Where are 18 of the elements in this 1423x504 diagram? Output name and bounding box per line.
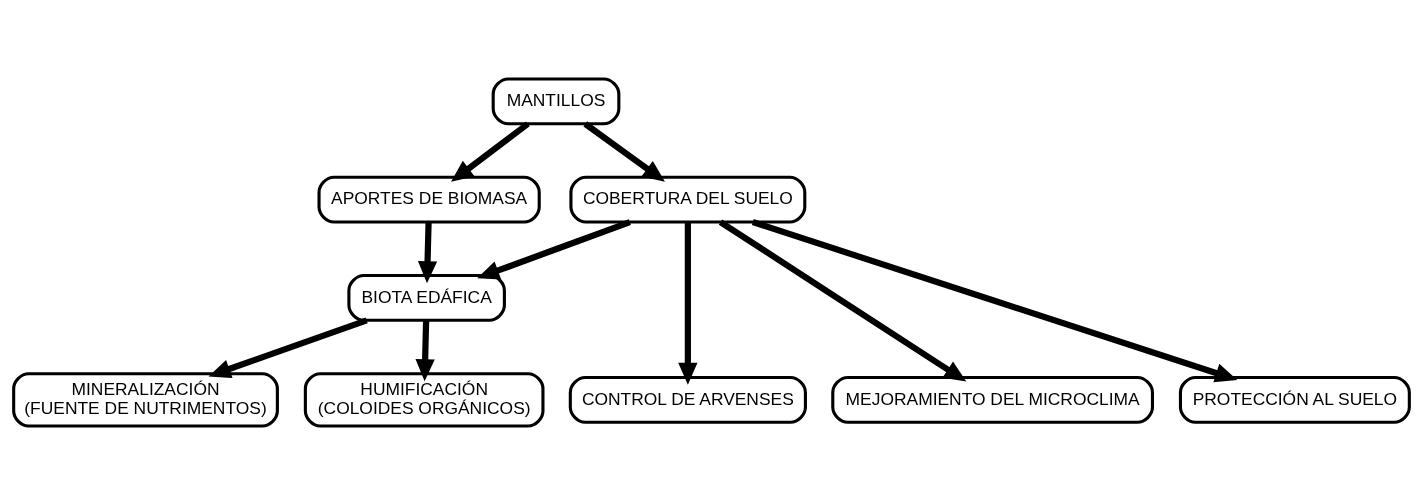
arrow <box>583 120 665 182</box>
node-box: PROTECCIÓN AL SUELO <box>1178 375 1411 424</box>
node-box: MEJORAMIENTO DEL MICROCLIMA <box>831 375 1154 424</box>
arrow <box>208 316 368 378</box>
node-box: APORTES DE BIOMASA <box>317 175 541 224</box>
node-box: BIOTA EDÁFICA <box>347 273 506 322</box>
arrow <box>678 221 698 385</box>
node-box: COBERTURA DEL SUELO <box>569 175 807 224</box>
node-box: CONTROL DE ARVENSES <box>568 375 807 424</box>
arrow <box>415 320 435 381</box>
arrow <box>477 218 631 280</box>
node-box: HUMIFICACIÓN (COLOIDES ORGÁNICOS) <box>303 371 545 428</box>
arrow <box>417 221 438 283</box>
arrow <box>451 120 530 182</box>
node-box: MANTILLOS <box>491 76 621 125</box>
node-box: MINERALIZACIÓN (FUENTE DE NUTRIMENTOS) <box>12 371 279 428</box>
arrow <box>751 218 1238 382</box>
arrow <box>718 218 967 382</box>
